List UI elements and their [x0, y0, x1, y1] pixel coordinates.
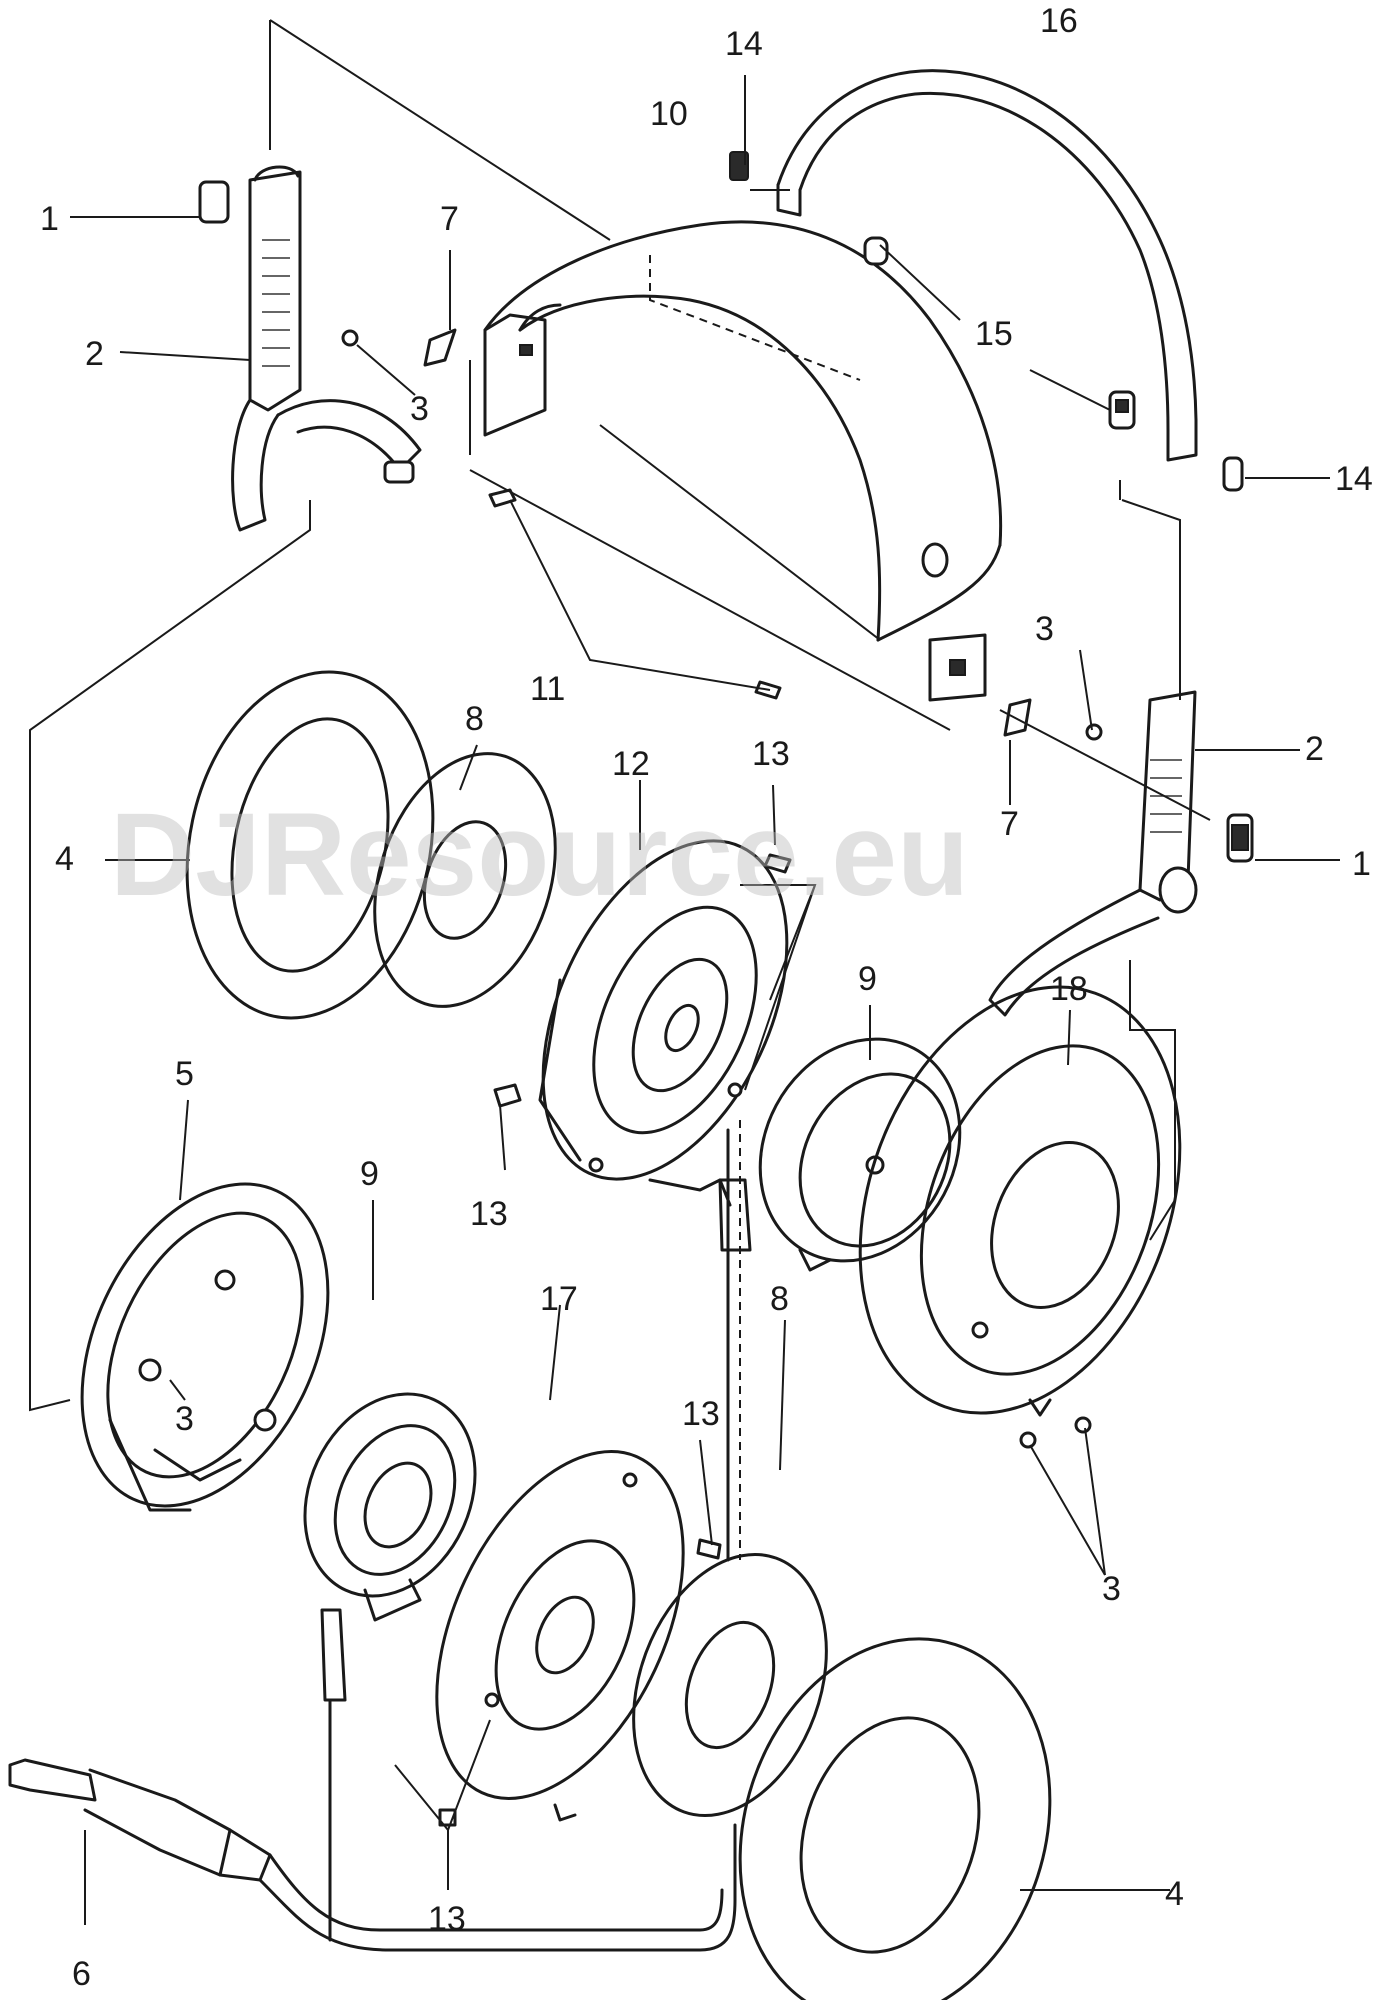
callout-16: 16	[1040, 2, 1078, 40]
callout-9-bottom: 9	[360, 1155, 379, 1193]
callout-1-left: 1	[40, 200, 59, 238]
callout-4-top: 4	[55, 840, 74, 878]
callout-4-bottom: 4	[1165, 1875, 1184, 1913]
part-ear-cup-right	[858, 985, 1182, 1417]
callout-14-right: 14	[1335, 460, 1373, 498]
diagram-boundary-lines	[29, 500, 1176, 1412]
part-ear-pad-bottom	[738, 1637, 1052, 2000]
part-slider-left	[198, 19, 611, 532]
part-slider-right	[988, 480, 1254, 1017]
callout-15: 15	[975, 315, 1013, 353]
part-spacer-ring-bottom	[632, 1552, 828, 1818]
part-baffle-bottom	[435, 1450, 685, 1822]
callout-leaders	[70, 75, 1340, 1925]
part-ear-cup-left	[80, 1182, 330, 1512]
part-spacer-ring-top	[373, 752, 557, 1008]
callout-2-left: 2	[85, 335, 104, 373]
callout-11: 11	[530, 670, 565, 708]
part-headband	[776, 69, 1198, 462]
callout-10: 10	[650, 95, 688, 133]
callout-13-bottom: 13	[428, 1900, 466, 1938]
callout-8-bottom: 8	[770, 1280, 789, 1318]
part-driver-top	[758, 1037, 962, 1272]
callout-8-top: 8	[465, 700, 484, 738]
part-driver-bottom	[303, 1392, 477, 1622]
callout-3-bottom-right: 3	[1102, 1570, 1121, 1608]
callout-13-top: 13	[752, 735, 790, 773]
callout-3-ear-cup: 3	[175, 1400, 194, 1438]
callout-1-right: 1	[1352, 845, 1371, 883]
part-baffle-top	[538, 839, 789, 1207]
callout-3-top-right: 3	[1035, 610, 1054, 648]
callout-3-top-left: 3	[410, 390, 429, 428]
callout-2-right: 2	[1305, 730, 1324, 768]
callout-5: 5	[175, 1055, 194, 1093]
part-band-clips	[729, 151, 1244, 492]
callout-7-top: 7	[440, 200, 459, 238]
callout-7-bottom: 7	[1000, 805, 1019, 843]
callout-18: 18	[1050, 970, 1088, 1008]
callout-17: 17	[540, 1280, 578, 1318]
callout-14-top: 14	[725, 25, 763, 63]
callout-6: 6	[72, 1955, 91, 1993]
callout-9-top: 9	[858, 960, 877, 998]
watermark-text: DJResource.eu	[110, 789, 969, 921]
part-plug-cable	[8, 1120, 752, 1952]
callout-13-left: 13	[470, 1195, 508, 1233]
callout-13-right: 13	[682, 1395, 720, 1433]
callout-labels: 1 1 2 2 3 3 3 3 4 4 5 6 7 7 8 8 9 9 10 1…	[40, 2, 1373, 1993]
callout-12: 12	[612, 745, 650, 783]
part-screws	[438, 853, 792, 1827]
part-headband-cover	[469, 220, 1003, 731]
